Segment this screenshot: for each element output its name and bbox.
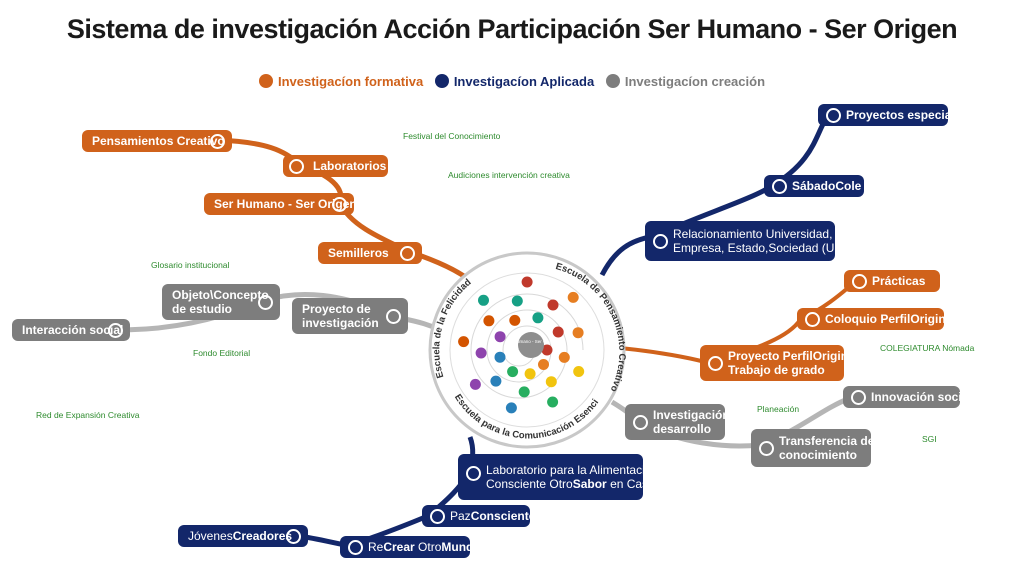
spiral-dot xyxy=(521,276,533,288)
legend-dot-icon xyxy=(605,74,620,88)
spiral-dot xyxy=(494,331,506,343)
node-practicas[interactable]: Prácticas xyxy=(844,270,940,292)
ring-icon xyxy=(430,508,445,524)
node-interaccion-social[interactable]: Interacción social xyxy=(12,319,130,341)
note-audiciones: Audiciones intervención creativa xyxy=(448,170,570,180)
ring-icon xyxy=(708,355,723,371)
legend-item-aplicada: Investigacíon Aplicada xyxy=(434,74,594,89)
ring-icon xyxy=(386,308,401,324)
note-glosario: Glosario institucional xyxy=(151,260,230,270)
ring-icon xyxy=(286,528,301,544)
spiral-dot xyxy=(518,386,530,398)
spiral-dot xyxy=(507,366,519,378)
node-sabadocole[interactable]: SábadoCole xyxy=(764,175,864,197)
ring-icon xyxy=(826,107,841,123)
node-proyectos-especiales[interactable]: Proyectos especiales xyxy=(818,104,968,126)
ring-icon xyxy=(258,294,273,310)
ring-icon xyxy=(400,245,415,261)
spiral-dot xyxy=(572,327,584,339)
spiral-dot xyxy=(567,291,579,303)
node-proyecto-perfil[interactable]: Proyecto PerfilOriginal/Trabajo de grado xyxy=(700,345,861,381)
spiral-dot xyxy=(547,396,559,408)
spiral-dot xyxy=(558,351,570,363)
node-laboratorios[interactable]: Laboratorios xyxy=(283,155,388,177)
ring-icon xyxy=(759,440,774,456)
ring-icon xyxy=(348,539,363,555)
ring-icon xyxy=(332,196,347,212)
legend-dot-icon xyxy=(434,74,449,88)
central-circle: Escuela de la Felicidad Escuela de Pensa… xyxy=(0,0,627,449)
node-semilleros[interactable]: Semilleros xyxy=(318,242,422,264)
center-label: Ser Humano - Ser Origen xyxy=(505,339,557,344)
spiral-dot xyxy=(545,376,557,388)
connector-perfil xyxy=(619,346,706,364)
ring-icon xyxy=(851,389,866,405)
ring-icon xyxy=(466,466,481,481)
note-red: Red de Expansión Creativa xyxy=(36,410,140,420)
spiral-dot xyxy=(494,351,506,363)
spiral-dot xyxy=(552,326,564,338)
spiral-dot xyxy=(490,375,502,387)
node-pazconsciente[interactable]: PazConsciente xyxy=(422,505,535,527)
spiral-dot xyxy=(541,344,553,356)
ring-icon xyxy=(805,311,820,327)
spiral-dot xyxy=(475,347,487,359)
ring-icon xyxy=(108,322,123,338)
ring-icon xyxy=(633,414,648,430)
spiral-dot xyxy=(509,314,521,326)
legend-item-formativa: Investigacíon formativa xyxy=(258,74,423,89)
spiral-dot xyxy=(483,315,495,327)
spiral-dot xyxy=(524,368,536,380)
spiral-dot xyxy=(478,294,489,306)
node-jovenescreadores[interactable]: JóvenesCreadores xyxy=(178,525,308,547)
node-coloquio[interactable]: Coloquio PerfilOriginal xyxy=(797,308,956,330)
spiral-dot xyxy=(532,312,544,324)
ring-icon xyxy=(653,233,668,249)
spiral-dots xyxy=(458,276,585,414)
node-innovacion-social[interactable]: Innovación social xyxy=(843,386,972,408)
ring-icon xyxy=(772,178,787,194)
node-pensamientos-creativo[interactable]: Pensamientos Creativo xyxy=(82,130,232,152)
ring-icon xyxy=(210,133,225,149)
spiral-dot xyxy=(547,299,559,311)
page-title: Sistema de investigación Acción Particip… xyxy=(66,14,958,44)
legend: Investigacíon formativa Investigacíon Ap… xyxy=(0,74,1024,89)
note-colegiatura: COLEGIATURA Nómada xyxy=(880,343,975,353)
center-node xyxy=(518,332,544,358)
spiral-dot xyxy=(458,336,470,348)
note-planeacion: Planeación xyxy=(757,404,800,414)
node-recrearotromundo[interactable]: ReCrear OtroMundo xyxy=(340,536,481,558)
ring-icon xyxy=(289,158,304,174)
legend-item-creacion: Investigacíon creación xyxy=(605,74,765,89)
legend-dot-icon xyxy=(258,74,273,88)
spiral-dot xyxy=(573,366,585,377)
spiral-dot xyxy=(511,295,523,307)
note-fondo: Fondo Editorial xyxy=(193,348,251,358)
node-ruees[interactable]: Relacionamiento Universidad,Empresa, Est… xyxy=(645,221,862,261)
spiral-dot xyxy=(538,359,549,370)
note-sgi: SGI xyxy=(922,434,937,444)
ring-icon xyxy=(852,273,867,289)
spiral-dot xyxy=(505,402,517,414)
node-ser-humano[interactable]: Ser Humano - Ser Origen xyxy=(204,193,357,215)
note-festival: Festival del Conocimiento xyxy=(403,131,501,141)
spiral-dot xyxy=(469,378,481,390)
